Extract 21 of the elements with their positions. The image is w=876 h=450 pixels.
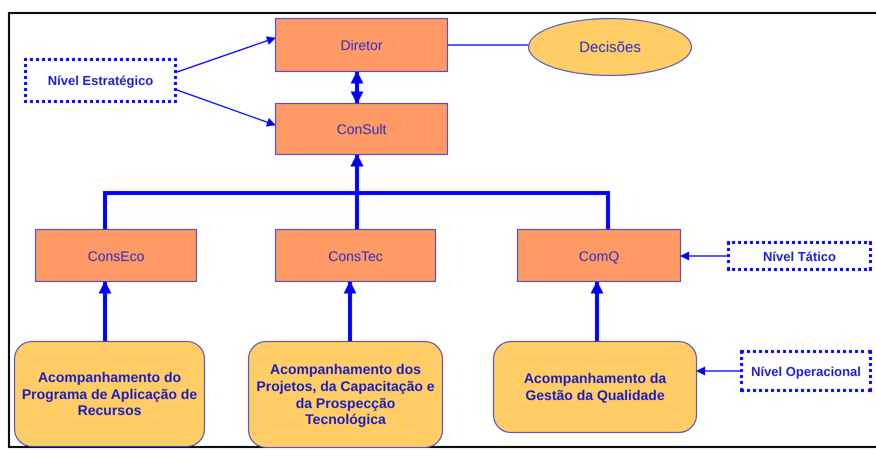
arrow <box>696 366 740 376</box>
connector-line <box>448 44 528 46</box>
activity-box: Acompanhamento da Gestão da Qualidade <box>493 341 697 433</box>
arrow <box>350 70 364 104</box>
arrow <box>344 280 356 341</box>
process-box: Diretor <box>275 18 448 72</box>
arrow <box>176 36 276 73</box>
ellipse-node: Decisões <box>528 18 692 76</box>
process-box: ConsEco <box>35 229 197 282</box>
arrow <box>176 89 276 127</box>
process-box: ConSult <box>275 103 448 155</box>
arrow <box>98 280 112 341</box>
level-box: Nível Operacional <box>740 350 872 392</box>
level-box: Nível Estratégico <box>24 58 177 103</box>
activity-box: Acompanhamento do Programa de Aplicação de Recursos <box>14 341 205 447</box>
process-box: ConsTec <box>275 229 436 282</box>
arrow <box>590 280 604 341</box>
arrow <box>680 252 727 260</box>
process-box: ComQ <box>517 229 681 282</box>
level-box: Nível Tático <box>727 241 872 271</box>
activity-box: Acompanhamento dos Projetos, da Capacitação e da Prospecção Tecnológica <box>248 341 443 448</box>
